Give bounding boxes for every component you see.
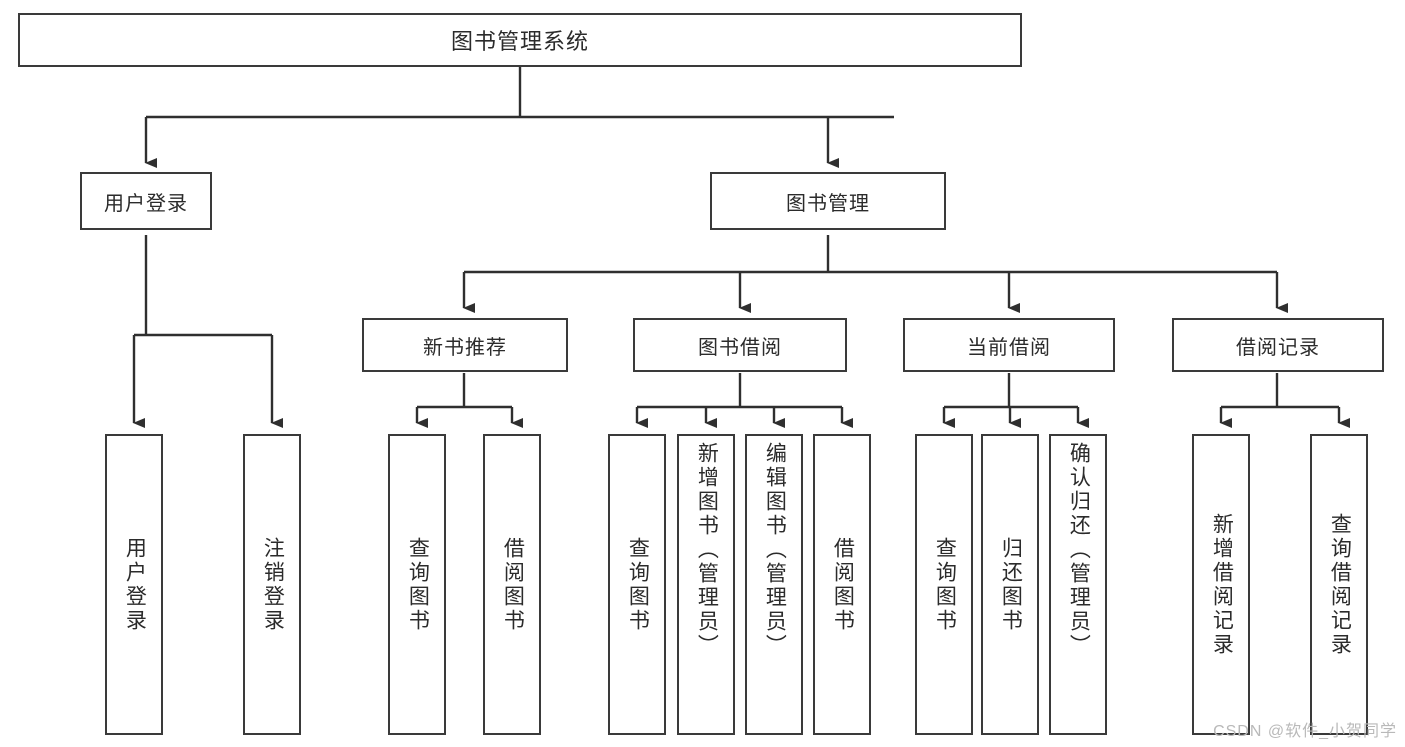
node-borrow-record[interactable]: 借阅记录 (1172, 318, 1384, 372)
leaf-add-record[interactable]: 新增借阅记录 (1192, 434, 1250, 735)
leaf-query-record[interactable]: 查询借阅记录 (1310, 434, 1368, 735)
node-current-borrow[interactable]: 当前借阅 (903, 318, 1115, 372)
node-book-borrow[interactable]: 图书借阅 (633, 318, 847, 372)
leaf-borrow-book-1-label: 借阅图书 (501, 536, 525, 633)
leaf-return-book-label: 归还图书 (999, 536, 1023, 633)
leaf-add-book[interactable]: 新增图书（管理员） (677, 434, 735, 735)
leaf-confirm-return[interactable]: 确认归还（管理员） (1049, 434, 1107, 735)
leaf-query-record-label: 查询借阅记录 (1328, 512, 1352, 657)
node-user-login-label: 用户登录 (104, 192, 188, 215)
leaf-return-book[interactable]: 归还图书 (981, 434, 1039, 735)
leaf-query-book-1[interactable]: 查询图书 (388, 434, 446, 735)
node-book-manage-label: 图书管理 (786, 192, 870, 215)
leaf-user-login-label: 用户登录 (123, 536, 147, 633)
node-current-borrow-label: 当前借阅 (967, 336, 1051, 359)
leaf-add-record-label: 新增借阅记录 (1210, 512, 1234, 657)
leaf-borrow-book-1[interactable]: 借阅图书 (483, 434, 541, 735)
leaf-add-book-label: 新增图书（管理员） (695, 442, 719, 658)
leaf-query-book-1-label: 查询图书 (406, 536, 430, 633)
leaf-logout-login[interactable]: 注销登录 (243, 434, 301, 735)
leaf-query-book-3-label: 查询图书 (933, 536, 957, 633)
node-root-label: 图书管理系统 (450, 29, 589, 54)
leaf-edit-book-label: 编辑图书（管理员） (763, 442, 787, 658)
leaf-logout-login-label: 注销登录 (261, 536, 285, 633)
leaf-query-book-2-label: 查询图书 (626, 536, 650, 633)
node-new-book-rec-label: 新书推荐 (423, 336, 507, 359)
leaf-edit-book[interactable]: 编辑图书（管理员） (745, 434, 803, 735)
leaf-query-book-3[interactable]: 查询图书 (915, 434, 973, 735)
node-user-login[interactable]: 用户登录 (80, 172, 212, 230)
leaf-borrow-book-2[interactable]: 借阅图书 (813, 434, 871, 735)
node-borrow-record-label: 借阅记录 (1236, 336, 1320, 359)
node-book-borrow-label: 图书借阅 (698, 336, 782, 359)
leaf-confirm-return-label: 确认归还（管理员） (1067, 442, 1091, 658)
leaf-user-login[interactable]: 用户登录 (105, 434, 163, 735)
leaf-query-book-2[interactable]: 查询图书 (608, 434, 666, 735)
node-root[interactable]: 图书管理系统 (18, 13, 1022, 67)
node-new-book-rec[interactable]: 新书推荐 (362, 318, 568, 372)
node-book-manage[interactable]: 图书管理 (710, 172, 946, 230)
watermark: CSDN @软件_小贺同学 (1213, 723, 1397, 740)
leaf-borrow-book-2-label: 借阅图书 (831, 536, 855, 633)
